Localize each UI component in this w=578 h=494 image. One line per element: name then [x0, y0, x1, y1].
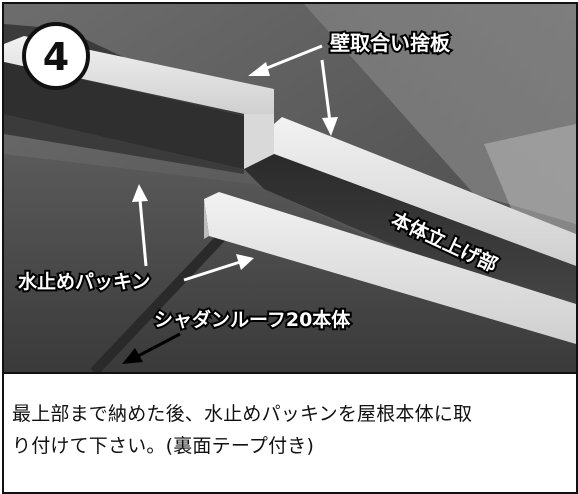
step-number: 4	[43, 35, 69, 79]
upper-flashing-end	[244, 114, 274, 169]
waterproof-packing-strip	[204, 192, 576, 344]
caption-text: 最上部まで納めた後、水止めパッキンを屋根本体に取 り付けて下さい。(裏面テープ付…	[12, 398, 568, 462]
wall-highlight	[484, 124, 576, 254]
installation-photo: 4 壁取合い捨板 本体立上げ部 水止めパッキン シャダンルーフ20本体	[4, 4, 576, 372]
packing-end	[204, 199, 209, 239]
step-badge: 4	[22, 22, 90, 90]
label-wall-flashing: 壁取合い捨板	[330, 31, 451, 55]
roof-panel-groove	[90, 220, 238, 372]
arrow-roof-body	[122, 332, 181, 364]
arrow-wall-flashing-1	[248, 44, 323, 76]
arrow-packing-up	[132, 184, 148, 267]
label-waterproof-packing: 水止めパッキン	[18, 271, 150, 293]
caption-box: 最上部まで納めた後、水止めパッキンを屋根本体に取 り付けて下さい。(裏面テープ付…	[4, 372, 576, 492]
step-badge-circle	[22, 22, 90, 90]
arrow-packing-right	[183, 254, 254, 282]
flashing-strip-right	[274, 117, 576, 266]
label-roof-body: シャダンルーフ20本体	[154, 308, 351, 331]
arrow-wall-flashing-2	[320, 59, 338, 136]
caption-line-1: 最上部まで納めた後、水止めパッキンを屋根本体に取	[12, 403, 473, 425]
caption-line-2: り付けて下さい。(裏面テープ付き)	[12, 435, 315, 457]
